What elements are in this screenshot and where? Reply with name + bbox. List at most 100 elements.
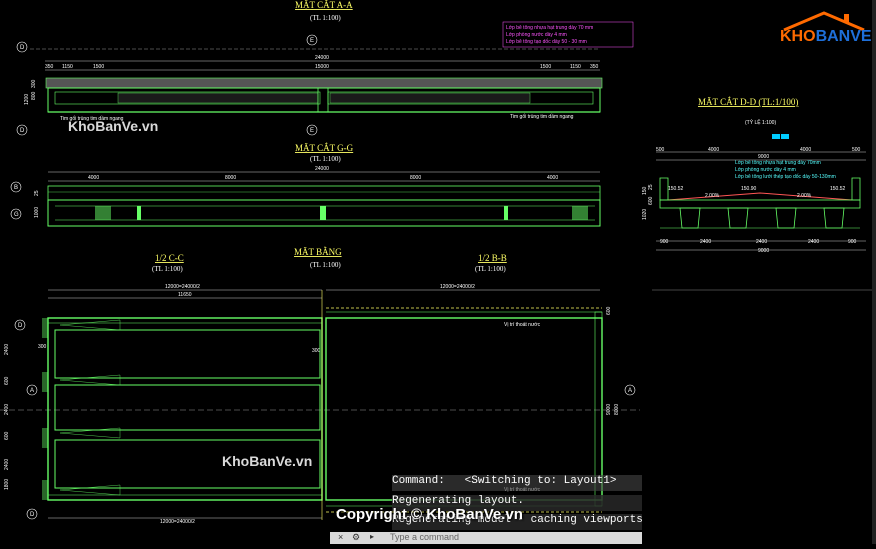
svg-text:8000: 8000 xyxy=(410,175,421,181)
svg-text:600: 600 xyxy=(4,431,10,440)
svg-text:8000: 8000 xyxy=(614,404,620,415)
svg-text:500: 500 xyxy=(852,147,861,153)
svg-text:9000: 9000 xyxy=(606,404,612,415)
axis-g-gg: G xyxy=(14,212,19,218)
svg-text:1000: 1000 xyxy=(34,207,40,218)
svg-text:500: 500 xyxy=(656,147,665,153)
section-bb-scale: (TL 1:100) xyxy=(475,265,506,273)
command-history-line-3: Regenerating model - caching viewports. xyxy=(392,514,642,530)
aa-axis-markers: D E D E xyxy=(16,34,600,136)
plan-left-half xyxy=(42,317,323,501)
command-line-bar[interactable]: × ⚙ ▸ Type a command xyxy=(330,532,642,544)
aa-note-box xyxy=(502,21,634,48)
svg-text:4000: 4000 xyxy=(708,147,719,153)
gg-dimension-line: 24000 4000 8000 8000 4000 25 1000 xyxy=(34,166,600,218)
section-aa-scale: (TL 1:100) xyxy=(310,14,341,22)
command-history-line-2: Regenerating layout. xyxy=(392,495,642,511)
svg-text:2400: 2400 xyxy=(4,344,10,355)
svg-text:300: 300 xyxy=(31,79,37,88)
aa-note-2: Lớp phòng nước dày 4 mm xyxy=(506,32,567,38)
svg-text:15000: 15000 xyxy=(315,64,329,70)
axis-a-plan-right: A xyxy=(628,388,632,394)
svg-text:350: 350 xyxy=(45,64,54,70)
section-dd-title: MẶT CẮT D-D (TL:1/100) xyxy=(698,97,798,107)
svg-text:12000=24000/2: 12000=24000/2 xyxy=(160,519,195,525)
aa-right-note: Tim gối trùng tim dầm ngang xyxy=(510,114,574,120)
svg-text:600: 600 xyxy=(4,376,10,385)
logo-text: KHOBANVE xyxy=(780,28,872,46)
axis-b-gg: B xyxy=(14,185,18,191)
svg-text:900: 900 xyxy=(848,239,857,245)
dd-section-body: 150.52 150.90 150.52 2.00% 2.00% xyxy=(659,177,861,229)
watermark-top: KhoBanVe.vn xyxy=(68,118,158,134)
svg-text:150.90: 150.90 xyxy=(741,186,757,192)
command-label: Command: xyxy=(392,475,445,487)
aa-note-3: Lớp bê tông tạo dốc dày 50 - 30 mm xyxy=(506,39,587,45)
svg-text:2.00%: 2.00% xyxy=(705,193,720,199)
close-icon[interactable]: × xyxy=(338,532,344,542)
dd-note-3: Lớp bê tông lưới thép tạo dốc dày 50-130… xyxy=(735,174,836,180)
svg-text:8000: 8000 xyxy=(225,175,236,181)
svg-text:600: 600 xyxy=(648,196,654,205)
section-gg-title: MẶT CẮT G-G xyxy=(295,143,354,153)
aa-note-1: Lớp bê tông nhựa hạt trung dày 70 mm xyxy=(506,25,593,31)
axis-a-plan-left: A xyxy=(30,388,34,394)
section-bb-title: 1/2 B-B xyxy=(478,253,507,263)
aa-dimension-line: 24000 350 1150 1500 15000 1500 1150 350 … xyxy=(24,55,600,105)
svg-text:4000: 4000 xyxy=(547,175,558,181)
axis-d-plan: D xyxy=(18,323,23,329)
section-cc-title: 1/2 C-C xyxy=(155,253,184,263)
svg-text:600: 600 xyxy=(606,306,612,315)
command-input[interactable]: Type a command xyxy=(390,532,460,542)
svg-text:1200: 1200 xyxy=(24,94,30,105)
logo-text-kho: KHO xyxy=(780,28,816,45)
svg-text:150.52: 150.52 xyxy=(830,186,846,192)
logo-text-banve: BANVE xyxy=(815,28,872,45)
svg-text:150.52: 150.52 xyxy=(668,186,684,192)
axis-d-top: D xyxy=(20,45,25,51)
section-gg-scale: (TL 1:100) xyxy=(310,155,341,163)
section-dd-scale: (TỶ LỆ 1:100) xyxy=(745,118,776,126)
svg-text:25: 25 xyxy=(34,190,40,196)
svg-text:1500: 1500 xyxy=(93,64,104,70)
axis-d-bottom: D xyxy=(20,128,25,134)
dd-dimension-lines: 500 4000 4000 500 9000 900 2400 2400 240… xyxy=(642,147,866,254)
dd-note-2: Lớp phòng nước dày 4 mm xyxy=(735,167,796,173)
svg-text:1150: 1150 xyxy=(62,64,73,70)
svg-text:9000: 9000 xyxy=(758,154,769,160)
gg-section-body xyxy=(47,185,601,227)
svg-text:800: 800 xyxy=(31,91,37,100)
svg-text:2400: 2400 xyxy=(4,459,10,470)
svg-text:4000: 4000 xyxy=(88,175,99,181)
axis-e-bottom: E xyxy=(310,128,314,134)
aa-left-note: Tim gối trùng tim dầm ngang xyxy=(60,116,124,122)
house-logo-icon xyxy=(783,11,865,32)
axis-e-top: E xyxy=(310,38,314,44)
copyright-watermark: Copyright © KhoBanVe.vn xyxy=(336,506,523,523)
svg-text:2.00%: 2.00% xyxy=(797,193,812,199)
watermark-middle: KhoBanVe.vn xyxy=(222,453,312,469)
svg-text:900: 900 xyxy=(660,239,669,245)
plan-dimension-lines: 12000=24000/2 11650 12000=24000/2 12000=… xyxy=(4,284,620,525)
command-switch-text: <Switching to: Layout1> xyxy=(464,475,617,487)
gg-axis-markers: B G xyxy=(10,181,22,220)
settings-icon[interactable]: ⚙ xyxy=(352,532,361,542)
svg-text:2400: 2400 xyxy=(700,239,711,245)
svg-text:11650: 11650 xyxy=(178,292,192,298)
svg-text:1150: 1150 xyxy=(570,64,581,70)
section-aa-title: MẶT CẮT A-A xyxy=(295,0,353,10)
svg-text:24000: 24000 xyxy=(315,166,329,172)
aa-dim-total: 24000 xyxy=(315,55,329,61)
svg-text:150: 150 xyxy=(642,186,648,195)
svg-text:300: 300 xyxy=(312,348,321,354)
svg-text:1500: 1500 xyxy=(540,64,551,70)
svg-text:12000=24000/2: 12000=24000/2 xyxy=(165,284,200,290)
command-history-line-1: Command: <Switching to: Layout1> xyxy=(392,475,642,491)
svg-text:350: 350 xyxy=(590,64,599,70)
command-prompt-icon: ▸ xyxy=(370,532,375,541)
svg-text:2400: 2400 xyxy=(808,239,819,245)
aa-section-body xyxy=(45,77,603,113)
brand-logo: KHOBANVE xyxy=(780,10,872,54)
